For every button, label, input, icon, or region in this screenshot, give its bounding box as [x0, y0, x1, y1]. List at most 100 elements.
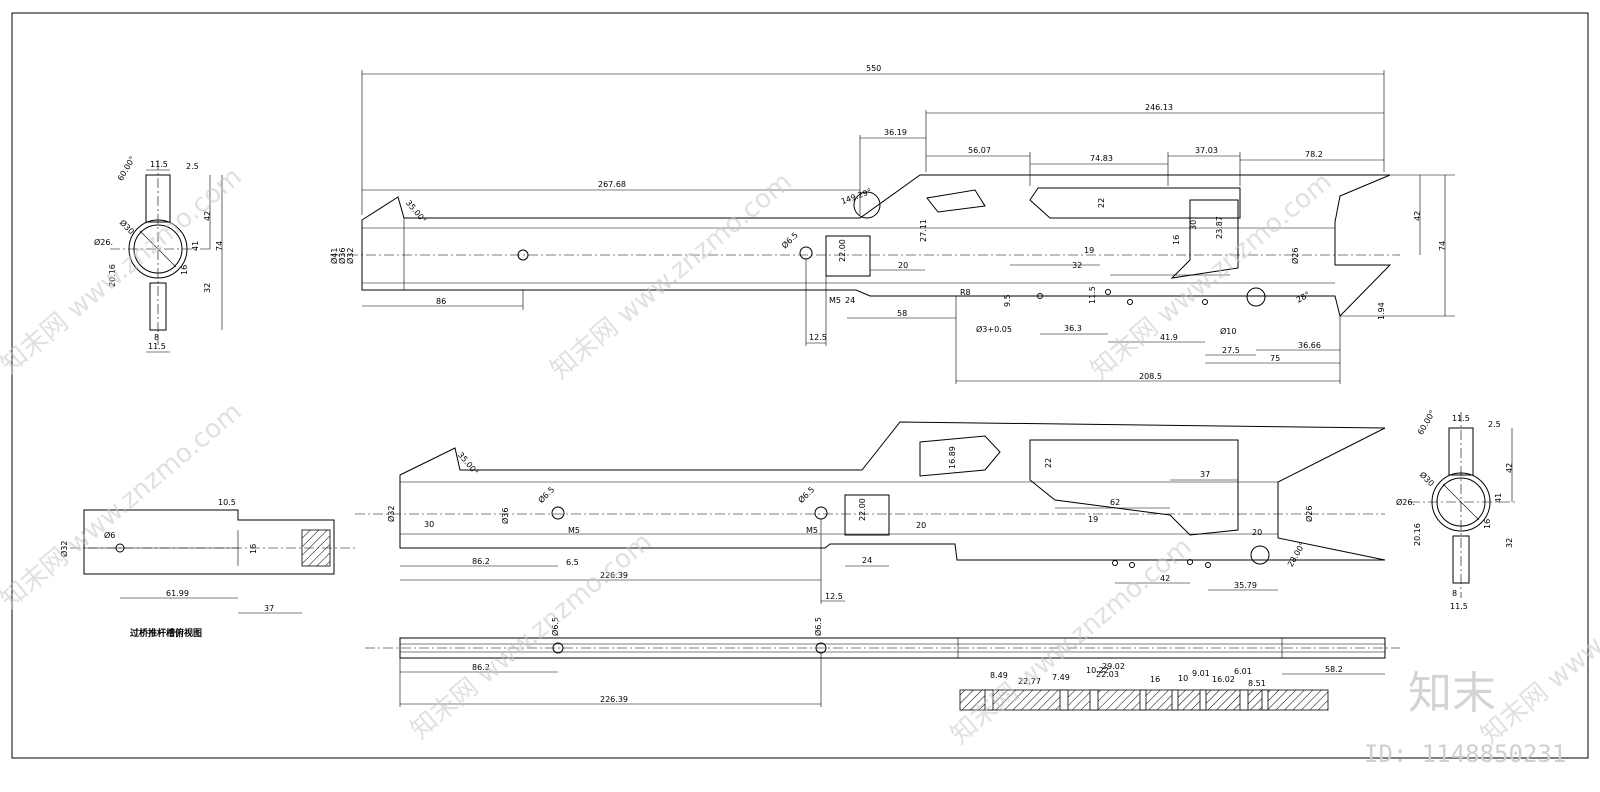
small-dim-16: 16 [249, 544, 258, 554]
bot-dia-6-5-a: Ø6.5 [550, 617, 560, 636]
mid-dim-22-v: 22 [1044, 458, 1053, 468]
hole-6-5 [799, 246, 813, 260]
bottom-view: Ø6.5 Ø6.5 86.2 226.39 58.2 [365, 617, 1400, 707]
upper-slot [926, 189, 986, 213]
dia-10: Ø10 [1220, 326, 1236, 336]
mid-dim-19: 19 [1088, 515, 1098, 524]
dim-11-5: 11.5 [1088, 286, 1097, 304]
angle-35: 35.00° [404, 198, 428, 224]
strip-dim-5: 22.03 [1096, 670, 1119, 679]
dim-74: 74.83 [1090, 154, 1113, 163]
left-small-view: 10.5 Ø32 Ø6 16 61.99 37 过桥推杆槽俯视图 [59, 498, 356, 639]
dim-36-3: 36.3 [1064, 324, 1082, 333]
watermark-1: 知末网 www.znzmo.com [0, 162, 248, 381]
watermark-6: 知末网 www.znzmo.com [945, 532, 1197, 751]
strip-dim-7: 16 [1150, 675, 1160, 684]
dia-32: Ø32 [345, 248, 355, 264]
long-slot [1029, 187, 1241, 219]
hatched-strip: 8.49 22.77 7.49 10.22 22.03 29.02 16 10 … [959, 662, 1329, 711]
watermarks: 知末网 www.znzmo.com 知末网 www.znzmo.com 知末网 … [0, 162, 1600, 751]
section-right: 11.5 2.5 60.00° Ø30 Ø26. 42 41 32 20.16 … [1396, 409, 1515, 611]
dim-42: 42 [1413, 211, 1422, 221]
mid-dim-42: 42 [1160, 574, 1170, 583]
dim-208-5: 208.5 [1139, 372, 1162, 381]
bot-dim-226-39: 226.39 [600, 695, 628, 704]
strip-dim-3: 7.49 [1052, 673, 1070, 682]
mid-dim-12-5: 12.5 [825, 592, 843, 601]
mid-dia-6-5-b: Ø6.5 [796, 484, 817, 505]
dim-12-5: 12.5 [809, 333, 827, 342]
mid-dim-20-r: 20 [1252, 528, 1262, 537]
sec-dim-11-5-top: 11.5 [150, 160, 168, 169]
drawing-id: ID: 1148850231 [1364, 740, 1566, 768]
mid-angle-28: 28.00° [1286, 541, 1307, 569]
small-dia-32: Ø32 [59, 541, 69, 557]
watermark-4: 知末网 www.znzmo.com [0, 397, 248, 616]
right-slot [1170, 199, 1239, 279]
mid-dia-6-5-a: Ø6.5 [536, 484, 557, 505]
top-view-body [361, 174, 1392, 317]
dim-24: 24 [845, 296, 855, 305]
dia-3: Ø3+0.05 [976, 324, 1012, 334]
mid-dim-86-2: 86.2 [472, 557, 490, 566]
sec-r-dim-16: 16 [1483, 519, 1492, 529]
sec-r-dim-20-16: 20.16 [1413, 523, 1422, 546]
sec-r-dim-8: 8 [1452, 589, 1457, 598]
dim-78: 78.2 [1305, 150, 1323, 159]
dim-1-94: 1.94 [1377, 302, 1386, 320]
strip-dim-12: 8.51 [1248, 679, 1266, 688]
sec-r-dim-41: 41 [1494, 493, 1503, 503]
watermark-2: 知末网 www.znzmo.com [545, 167, 797, 386]
strip-dim-11: 6.01 [1234, 667, 1252, 676]
brand-logo: 知末 [1408, 668, 1496, 719]
strip-dim-2: 22.77 [1018, 677, 1041, 686]
sec-r-dia-26: Ø26. [1396, 497, 1415, 507]
drawing-caption: 过桥推杆槽俯视图 [130, 627, 202, 639]
strip-dim-6: 29.02 [1102, 662, 1125, 671]
dia-41: Ø41 [329, 248, 339, 264]
mid-dim-36: Ø36 [500, 508, 510, 524]
bot-dia-6-5-b: Ø6.5 [813, 617, 823, 636]
sec-r-angle-60: 60.00° [1416, 409, 1437, 437]
sec-dim-2-5: 2.5 [186, 162, 199, 171]
dim-20: 20 [898, 261, 908, 270]
dim-30: 30 [1189, 220, 1198, 230]
dia-26: Ø26 [1290, 248, 1300, 264]
dim-23-87: 23.87 [1215, 216, 1224, 239]
mid-dim-6-5: 6.5 [566, 558, 579, 567]
hole-left [517, 249, 529, 261]
dia-6-5: Ø6.5 [779, 230, 800, 251]
sec-dim-42: 42 [203, 211, 212, 221]
small-dim-10-5: 10.5 [218, 498, 236, 507]
mid-dim-24: 24 [862, 556, 872, 565]
sec-r-dia-30: Ø30 [1418, 470, 1437, 489]
mid-dia-32: Ø32 [386, 506, 396, 522]
mid-dia-26: Ø26 [1304, 506, 1314, 522]
mid-dim-22: 22.00 [858, 498, 867, 521]
sec-r-dim-11-5-bottom: 11.5 [1450, 602, 1468, 611]
mid-dim-35-79: 35.79 [1234, 581, 1257, 590]
bot-dim-86-2: 86.2 [472, 663, 490, 672]
sec-dia-26: Ø26. [94, 237, 113, 247]
slot-window [825, 235, 871, 277]
strip-dim-10: 16.02 [1212, 675, 1235, 684]
small-dim-61-99: 61.99 [166, 589, 189, 598]
label-m5: M5 [829, 296, 841, 305]
dim-246: 246.13 [1145, 103, 1173, 112]
middle-view: Ø32 Ø26 Ø6.5 Ø6.5 M5 M5 30 Ø36 86.2 6.5 … [355, 421, 1386, 604]
dim-32: 32 [1072, 261, 1082, 270]
dim-19: 19 [1084, 246, 1094, 255]
sec-angle-60: 60.00° [116, 155, 137, 183]
mid-m5-b: M5 [806, 526, 818, 535]
dim-37: 37.03 [1195, 146, 1218, 155]
sec-dim-41: 41 [191, 241, 200, 251]
dim-16: 16 [1172, 235, 1181, 245]
sec-dim-16: 16 [180, 265, 189, 275]
dim-86: 86 [436, 297, 446, 306]
dim-27-5: 27.5 [1222, 346, 1240, 355]
strip-dim-4: 10.22 [1086, 666, 1109, 675]
dim-75: 75 [1270, 354, 1280, 363]
sec-r-dim-2-5: 2.5 [1488, 420, 1501, 429]
dim-74-right: 74 [1438, 241, 1447, 251]
sec-dim-8: 8 [154, 333, 159, 342]
